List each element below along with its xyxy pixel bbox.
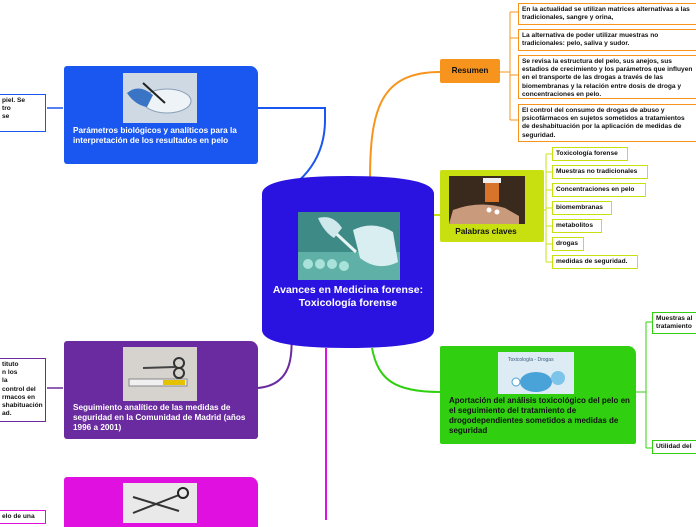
topic-aportacion-title: Aportación del análisis toxicológico del… [449,396,630,435]
resumen-leaf-2[interactable]: La alternativa de poder utilizar muestra… [518,29,696,51]
topic-seguimiento-title: Seguimiento analítico de las medidas de … [73,403,246,432]
palabras-leaf-2[interactable]: Muestras no tradicionales [552,165,648,179]
toxicology-caption: Toxicología - Drogas [508,357,554,363]
palabras-leaf-1[interactable]: Toxicología forense [552,147,628,161]
scissors-hair-sample-icon [123,347,197,401]
leaf-parametros-left[interactable]: piel. Se tro se [0,94,46,132]
leaf-seguimiento-left[interactable]: tituto n los la control del rmacos en sh… [0,358,46,422]
resumen-leaf-3[interactable]: Se revisa la estructura del pelo, sus an… [518,55,696,99]
palabras-leaf-3[interactable]: Concentraciones en pelo [552,183,646,197]
toxicology-drugs-icon: Toxicología - Drogas [498,352,574,394]
central-topic[interactable] [262,176,434,348]
topic-seguimiento[interactable]: Seguimiento analítico de las medidas de … [64,341,258,439]
topic-aportacion[interactable]: Toxicología - Drogas Aportación del anál… [440,346,636,444]
central-title: Avances en Medicina forense: Toxicología… [272,284,424,309]
lab-glove-pipette-icon [298,212,400,280]
petri-dish-gloved-hand-icon [123,73,197,123]
palabras-leaf-4[interactable]: biomembranas [552,201,612,215]
topic-magenta[interactable] [64,477,258,527]
resumen-leaf-4[interactable]: El control del consumo de drogas de abus… [518,104,696,142]
topic-parametros-title: Parámetros biológicos y analíticos para … [73,126,237,145]
aportacion-leaf-2[interactable]: Utilidad del [652,440,696,454]
aportacion-leaf-1[interactable]: Muestras al tratamiento [652,312,696,334]
topic-resumen-title: Resumen [451,66,489,75]
scissors-icon [123,483,197,523]
palabras-leaf-7[interactable]: medidas de seguridad. [552,255,638,269]
leaf-magenta-left[interactable]: elo de una [0,510,46,524]
resumen-leaf-1[interactable]: En la actualidad se utilizan matrices al… [518,3,696,25]
palabras-leaf-5[interactable]: metabolitos [552,219,602,233]
topic-palabras-title: Palabras claves [455,227,517,236]
topic-resumen[interactable]: Resumen [440,59,500,83]
topic-palabras[interactable]: Palabras claves [440,170,544,242]
palabras-leaf-6[interactable]: drogas [552,237,584,251]
pills-hand-icon [449,176,525,224]
topic-parametros[interactable]: Parámetros biológicos y analíticos para … [64,66,258,164]
